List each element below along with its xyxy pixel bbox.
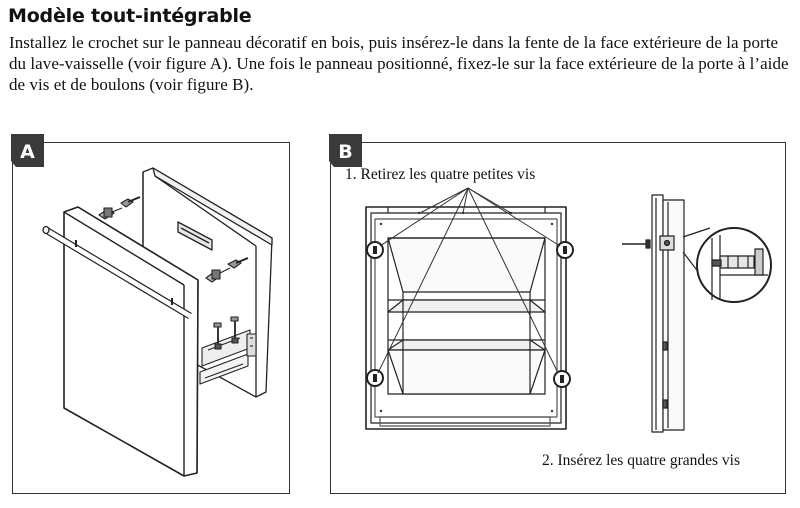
step-2-label: 2. Insérez les quatre grandes vis (542, 452, 740, 469)
figure-a-panel: A (11, 134, 290, 494)
figure-a-badge-label: A (20, 141, 35, 163)
figure-b-side-view (622, 194, 772, 433)
figure-b-panel: B (329, 134, 786, 494)
figure-a-illustration (42, 167, 273, 477)
figure-b-badge-label: B (338, 141, 353, 163)
figure-b-door-illustration (365, 187, 574, 430)
page-title: Modèle tout-intégrable (8, 5, 252, 27)
step-1-label: 1. Retirez les quatre petites vis (345, 166, 536, 183)
figure-a-badge: A (11, 134, 44, 167)
instruction-paragraph: Installez le crochet sur le panneau déco… (9, 33, 789, 94)
figure-b-badge: B (329, 134, 362, 167)
